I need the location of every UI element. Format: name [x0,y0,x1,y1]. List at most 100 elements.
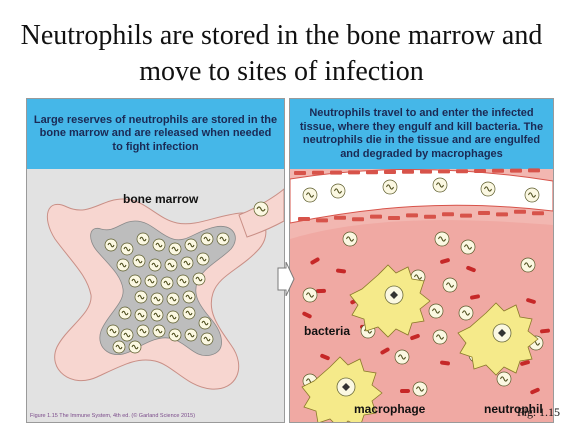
neutrophil-cell [185,239,197,251]
neutrophil-cell [331,184,345,198]
vessel-wall-cell [316,218,328,222]
neutrophil-cell [193,273,205,285]
neutrophil-cell [429,304,443,318]
neutrophil-cell [303,188,317,202]
neutrophil-cell [395,350,409,364]
neutrophil-cell [343,232,357,246]
neutrophil-cell [151,293,163,305]
neutrophil-cell [121,329,133,341]
neutrophil-cell [197,253,209,265]
neutrophil-cell [129,275,141,287]
vessel-wall-cell [420,170,432,174]
vessel-wall-cell [402,170,414,174]
vessel-wall-cell [330,171,342,175]
neutrophil-cell [105,239,117,251]
neutrophil-cell [183,307,195,319]
neutrophil-cell [435,232,449,246]
neutrophil-cell [161,277,173,289]
figure-credit: Figure 1.15 The Immune System, 4th ed. (… [30,413,195,419]
infected-tissue-illustration: bacteria macrophage neutrophil [290,99,553,422]
left-panel: Large reserves of neutrophils are stored… [26,98,285,423]
vessel-wall-cell [348,170,360,174]
figure-label: Fig. 1.15 [517,405,560,420]
neutrophil-cell [117,259,129,271]
vessel-wall-cell [406,213,418,217]
macrophage-label: macrophage [354,402,426,416]
neutrophil-cell [461,240,475,254]
neutrophil-cell [135,291,147,303]
neutrophil-cell [149,259,161,271]
bacterium [316,289,326,293]
neutrophil-cell [169,329,181,341]
neutrophil-cell [199,317,211,329]
blood-vessel [290,169,553,223]
neutrophil-cell [521,258,535,272]
neutrophil-cell [383,180,397,194]
bacteria-label: bacteria [304,324,350,338]
neutrophil-cell [135,309,147,321]
vessel-wall-cell [528,168,540,172]
vessel-wall-cell [532,211,544,215]
neutrophil-cell [107,325,119,337]
neutrophil-cell [177,275,189,287]
vessel-wall-cell [474,169,486,173]
vessel-wall-cell [312,171,324,175]
neutrophil-cell [137,233,149,245]
neutrophil-cell [137,325,149,337]
vessel-wall-cell [384,170,396,174]
neutrophil-cell [185,329,197,341]
bone-marrow-label: bone marrow [123,192,199,206]
neutrophil-cell [459,306,473,320]
neutrophil-cell [169,243,181,255]
vessel-wall-cell [456,169,468,173]
neutrophil-cell [217,233,229,245]
transition-arrow [276,262,296,296]
neutrophil-cell [497,372,511,386]
released-neutrophil [254,202,268,216]
vessel-wall-cell [492,169,504,173]
neutrophil-cell [145,275,157,287]
neutrophil-cell [481,182,495,196]
vessel-wall-cell [460,214,472,218]
vessel-wall-cell [388,216,400,220]
vessel-wall-cell [514,210,526,214]
neutrophil-cell [183,291,195,303]
neutrophil-cell [113,341,125,353]
bacterium [400,389,410,393]
neutrophil-cell [167,311,179,323]
neutrophil-cell [303,288,317,302]
neutrophil-cell [443,278,457,292]
neutrophil-cell [151,309,163,321]
neutrophil-cell [153,325,165,337]
bone-marrow-illustration: bone marrow [27,99,284,422]
vessel-wall-cell [298,217,310,221]
neutrophil-cell [153,239,165,251]
vessel-wall-cell [478,211,490,215]
arrow-icon [278,262,294,296]
neutrophil-cell [167,293,179,305]
vessel-wall-cell [438,169,450,173]
neutrophil-cell [121,243,133,255]
vessel-wall-cell [352,217,364,221]
neutrophil-cell [129,341,141,353]
vessel-wall-cell [496,212,508,216]
vessel-wall-cell [334,216,346,220]
neutrophil-cell [201,333,213,345]
vessel-wall-cell [294,171,306,175]
right-panel: Neutrophils travel to and enter the infe… [289,98,554,423]
slide-title: Neutrophils are stored in the bone marro… [0,18,563,90]
neutrophil-cell [165,259,177,271]
neutrophil-cell [433,330,447,344]
vessel-wall-cell [442,212,454,216]
neutrophil-cell [133,255,145,267]
neutrophil-cell [433,178,447,192]
neutrophil-cell [119,307,131,319]
vessel-wall-cell [370,215,382,219]
neutrophil-cell [181,257,193,269]
neutrophil-cell [413,382,427,396]
vessel-wall-cell [366,170,378,174]
neutrophil-cell [201,233,213,245]
neutrophil-cell [525,188,539,202]
vessel-wall-cell [424,215,436,219]
